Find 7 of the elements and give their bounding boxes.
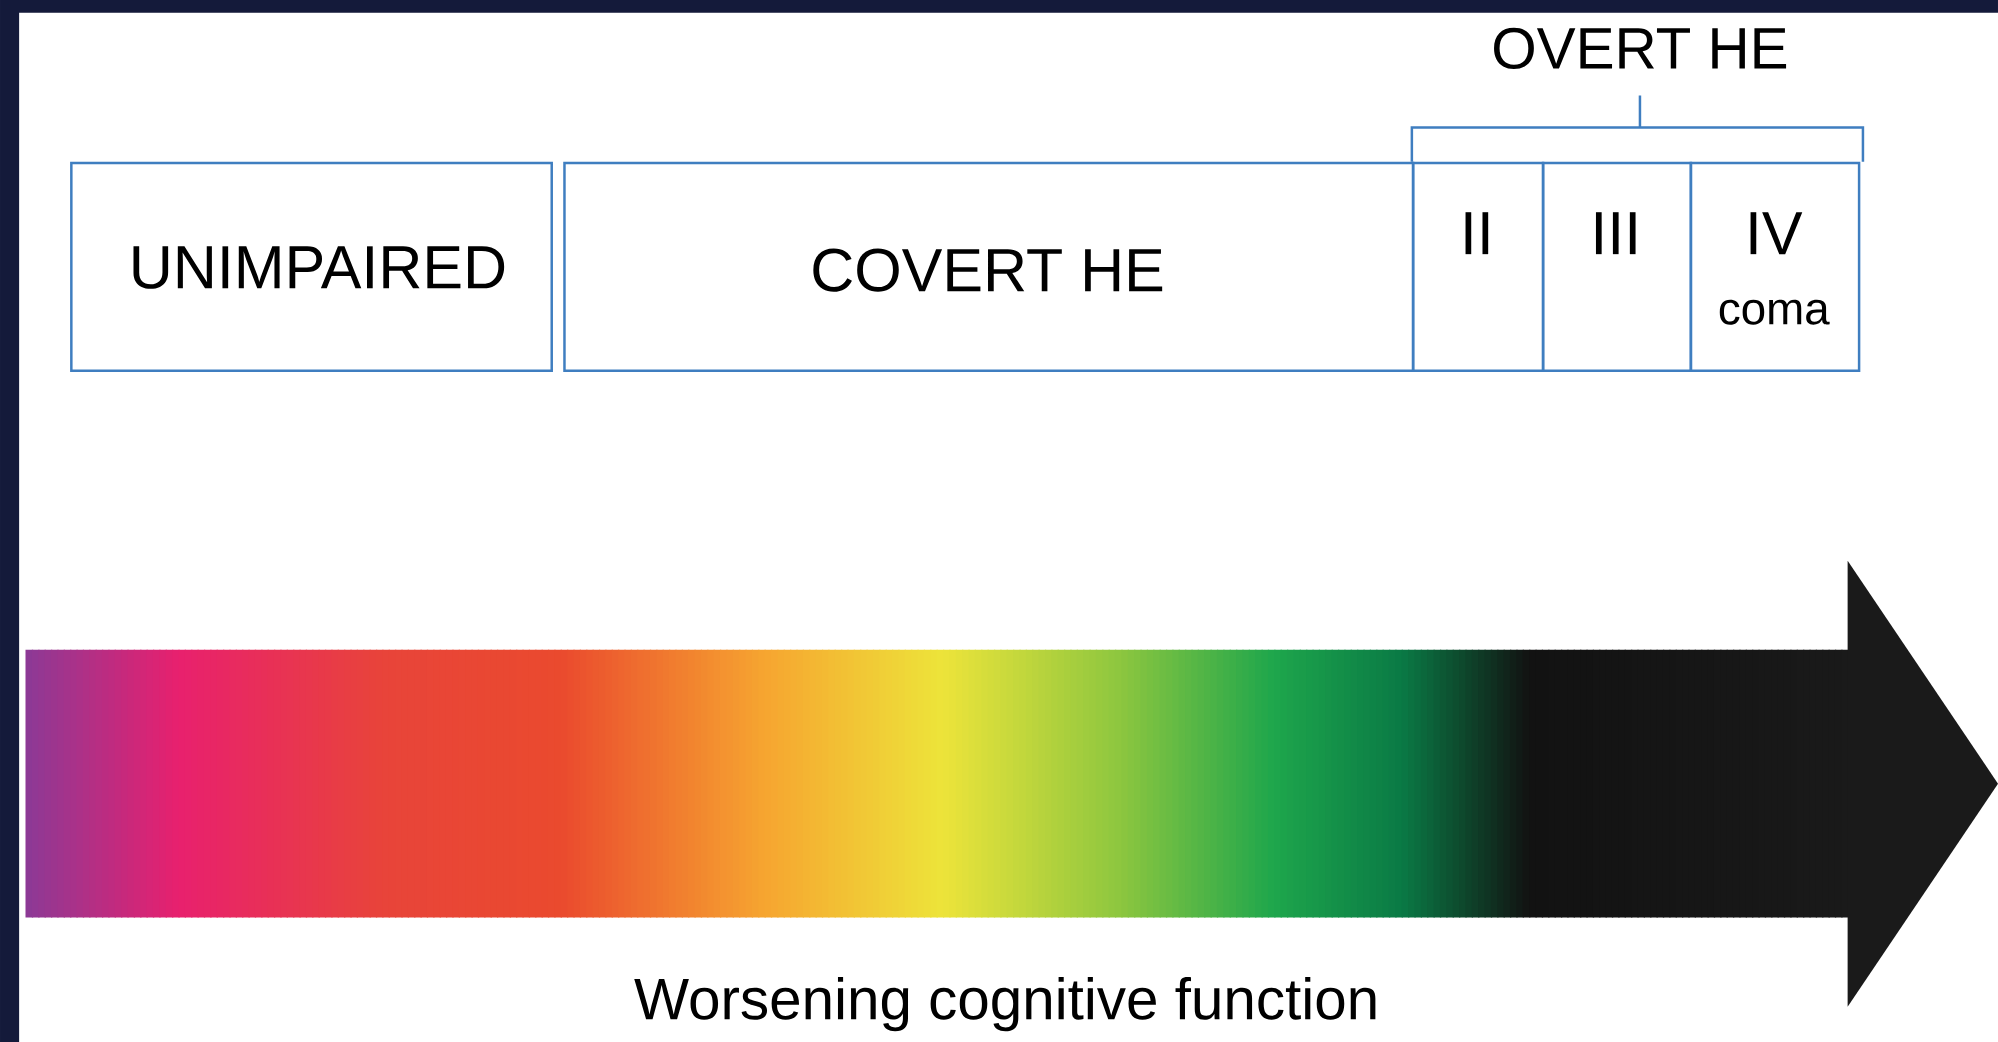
arrow-label: Worsening cognitive function [634,976,1376,1032]
stage-box: UNIMPAIRED [70,161,553,372]
stage-box: IV coma [1689,161,1861,372]
stage-box: II [1411,161,1545,372]
stage-box: COVERT HE [563,161,1415,372]
bracket-label: OVERT HE [1494,27,1787,69]
stage-box: III [1541,161,1693,372]
